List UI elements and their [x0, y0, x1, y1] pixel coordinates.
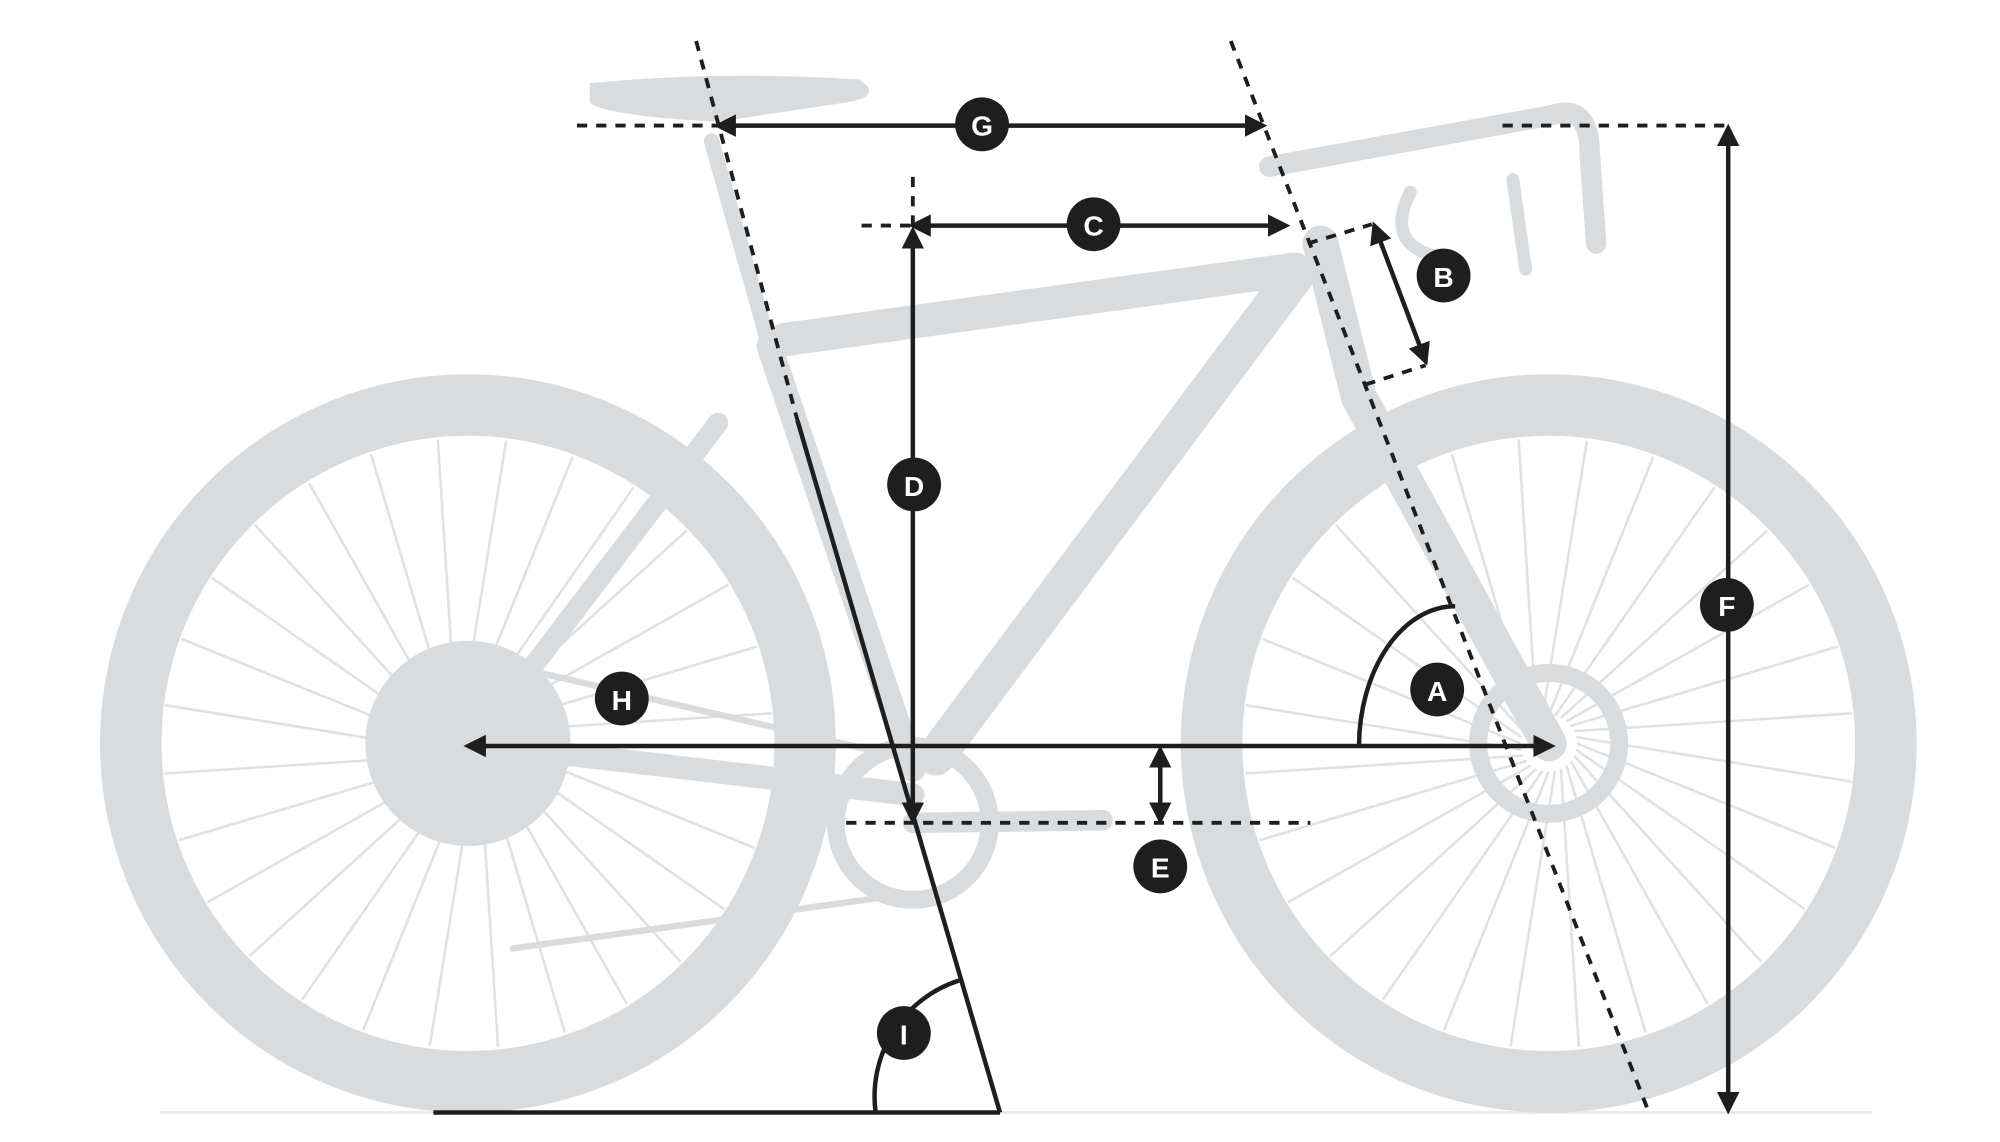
label-h: H: [594, 671, 649, 726]
dim-b-line: [1370, 221, 1430, 366]
label-a: A: [1410, 662, 1465, 717]
angle-a-arc: [1356, 604, 1456, 746]
svg-text:C: C: [1083, 210, 1103, 242]
seat-tube-line: [795, 419, 1003, 1114]
svg-text:G: G: [971, 110, 993, 142]
svg-text:F: F: [1718, 590, 1735, 622]
svg-text:H: H: [612, 684, 632, 716]
label-e: E: [1133, 839, 1188, 894]
label-d: D: [887, 457, 942, 512]
svg-text:A: A: [1427, 675, 1447, 707]
label-c: C: [1066, 197, 1121, 252]
saddle: [589, 75, 870, 122]
seat-tube-axis: [694, 40, 800, 421]
svg-text:I: I: [900, 1018, 908, 1050]
label-i: I: [876, 1006, 931, 1060]
label-g: G: [955, 97, 1009, 152]
bike-silhouette: [100, 75, 1917, 1114]
label-b: B: [1416, 248, 1471, 303]
svg-text:E: E: [1151, 852, 1170, 884]
label-f: F: [1700, 578, 1754, 632]
svg-text:B: B: [1433, 261, 1453, 293]
svg-text:D: D: [904, 470, 924, 502]
frame: [462, 75, 1607, 952]
